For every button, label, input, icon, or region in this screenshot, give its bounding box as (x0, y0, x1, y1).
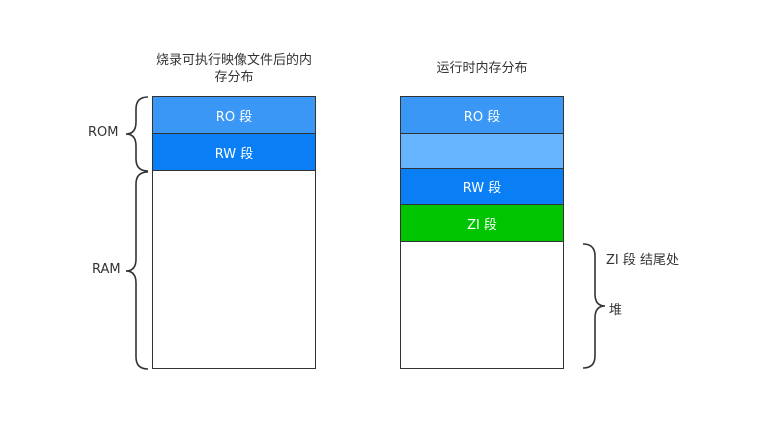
left-ro-segment: RO 段 (152, 96, 316, 134)
ram-brace (125, 171, 149, 370)
right-diagram-title: 运行时内存分布 (436, 61, 528, 76)
heap-brace (582, 243, 606, 369)
left-ro-segment-label: RO 段 (215, 109, 253, 125)
right-ro-segment-label: RO 段 (463, 109, 501, 125)
left-ram-free-area (152, 170, 316, 369)
left-rw-segment-label: RW 段 (214, 146, 254, 162)
left-rw-segment: RW 段 (152, 133, 316, 171)
left-diagram-title: 烧录可执行映像文件后的内存分布 (155, 53, 312, 85)
zi-end-annotation: ZI 段 结尾处 (606, 253, 680, 268)
right-rw-segment-label: RW 段 (462, 181, 502, 196)
right-ro-end-gap-segment (400, 133, 564, 169)
ram-label: RAM (92, 262, 121, 277)
rom-label: ROM (88, 125, 119, 140)
heap-annotation: 堆 (609, 303, 623, 318)
right-zi-segment-label: ZI 段 (467, 217, 497, 233)
right-heap-area (400, 241, 564, 369)
rom-brace (125, 96, 149, 172)
right-ro-segment: RO 段 (400, 96, 564, 134)
